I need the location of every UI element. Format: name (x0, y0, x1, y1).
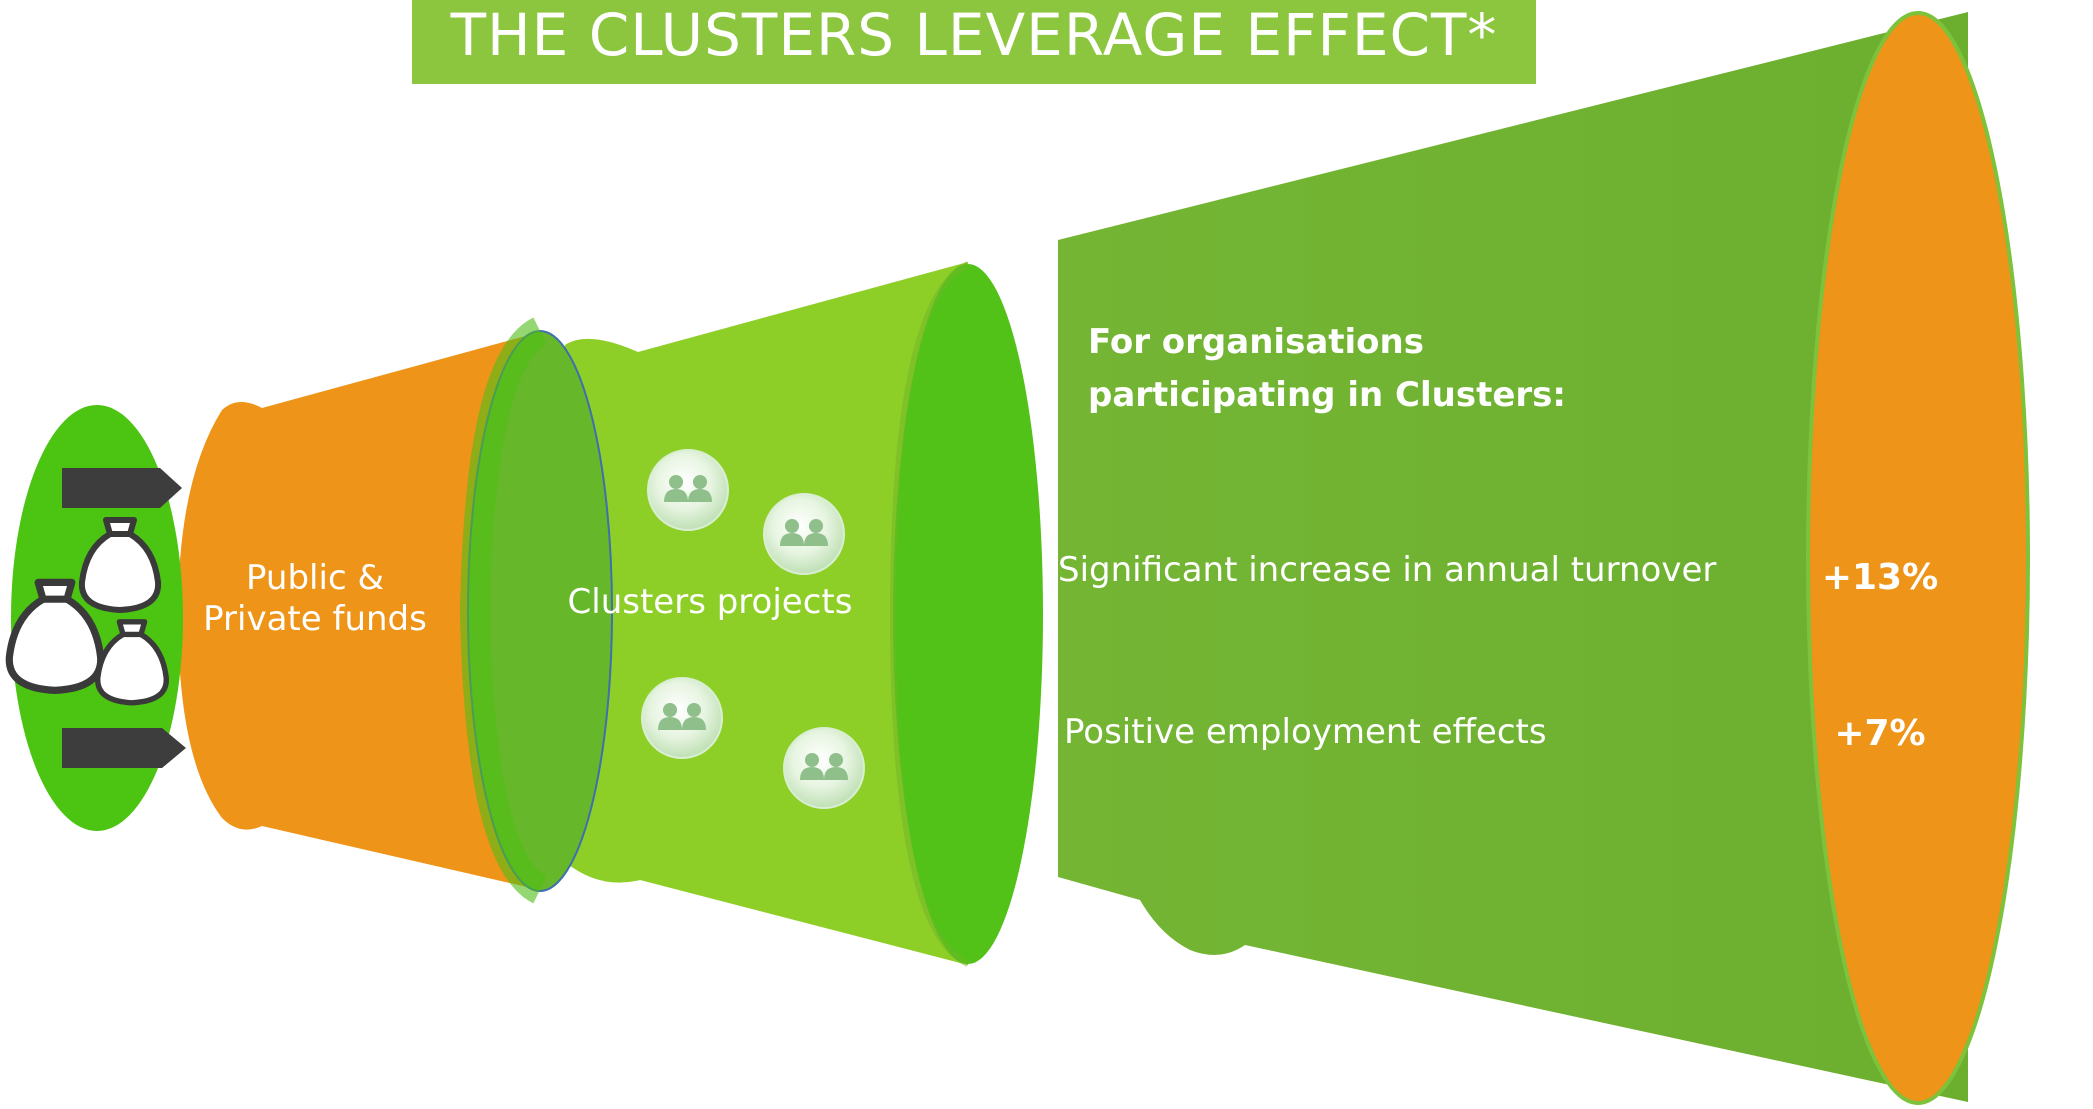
people-bubble-icon (763, 493, 845, 575)
source-ellipse (11, 405, 183, 831)
arrow-right-icon (62, 468, 182, 508)
funds-label: Public & Private funds (170, 558, 460, 640)
title-banner: THE CLUSTERS LEVERAGE EFFECT* (412, 0, 1536, 84)
stat-employment-value: +7% (1834, 713, 1926, 754)
stat-turnover-label: Significant increase in annual turnover (1058, 550, 1717, 590)
outcome-heading: For organisations participating in Clust… (1088, 316, 1566, 421)
funds-label-line2: Private funds (203, 598, 427, 639)
funds-label-line1: Public & (246, 558, 384, 598)
stat-turnover-value: +13% (1821, 557, 1939, 598)
arrow-right-icon (62, 728, 186, 768)
clusters-cone-mouth (893, 264, 1043, 964)
outcome-cone (1058, 11, 2030, 1105)
funds-cone (178, 317, 613, 904)
people-bubble-icon (641, 677, 723, 759)
clusters-label: Clusters projects (567, 582, 853, 622)
stat-employment-label: Positive employment effects (1064, 712, 1547, 752)
people-bubble-icon (647, 449, 729, 531)
clusters-cone (544, 261, 1043, 967)
page-title: THE CLUSTERS LEVERAGE EFFECT* (450, 1, 1498, 69)
people-bubble-icon (783, 727, 865, 809)
outcome-heading-line2: participating in Clusters: (1088, 374, 1566, 415)
outcome-cone-mouth (1806, 11, 2030, 1105)
outcome-heading-line1: For organisations (1088, 322, 1424, 362)
